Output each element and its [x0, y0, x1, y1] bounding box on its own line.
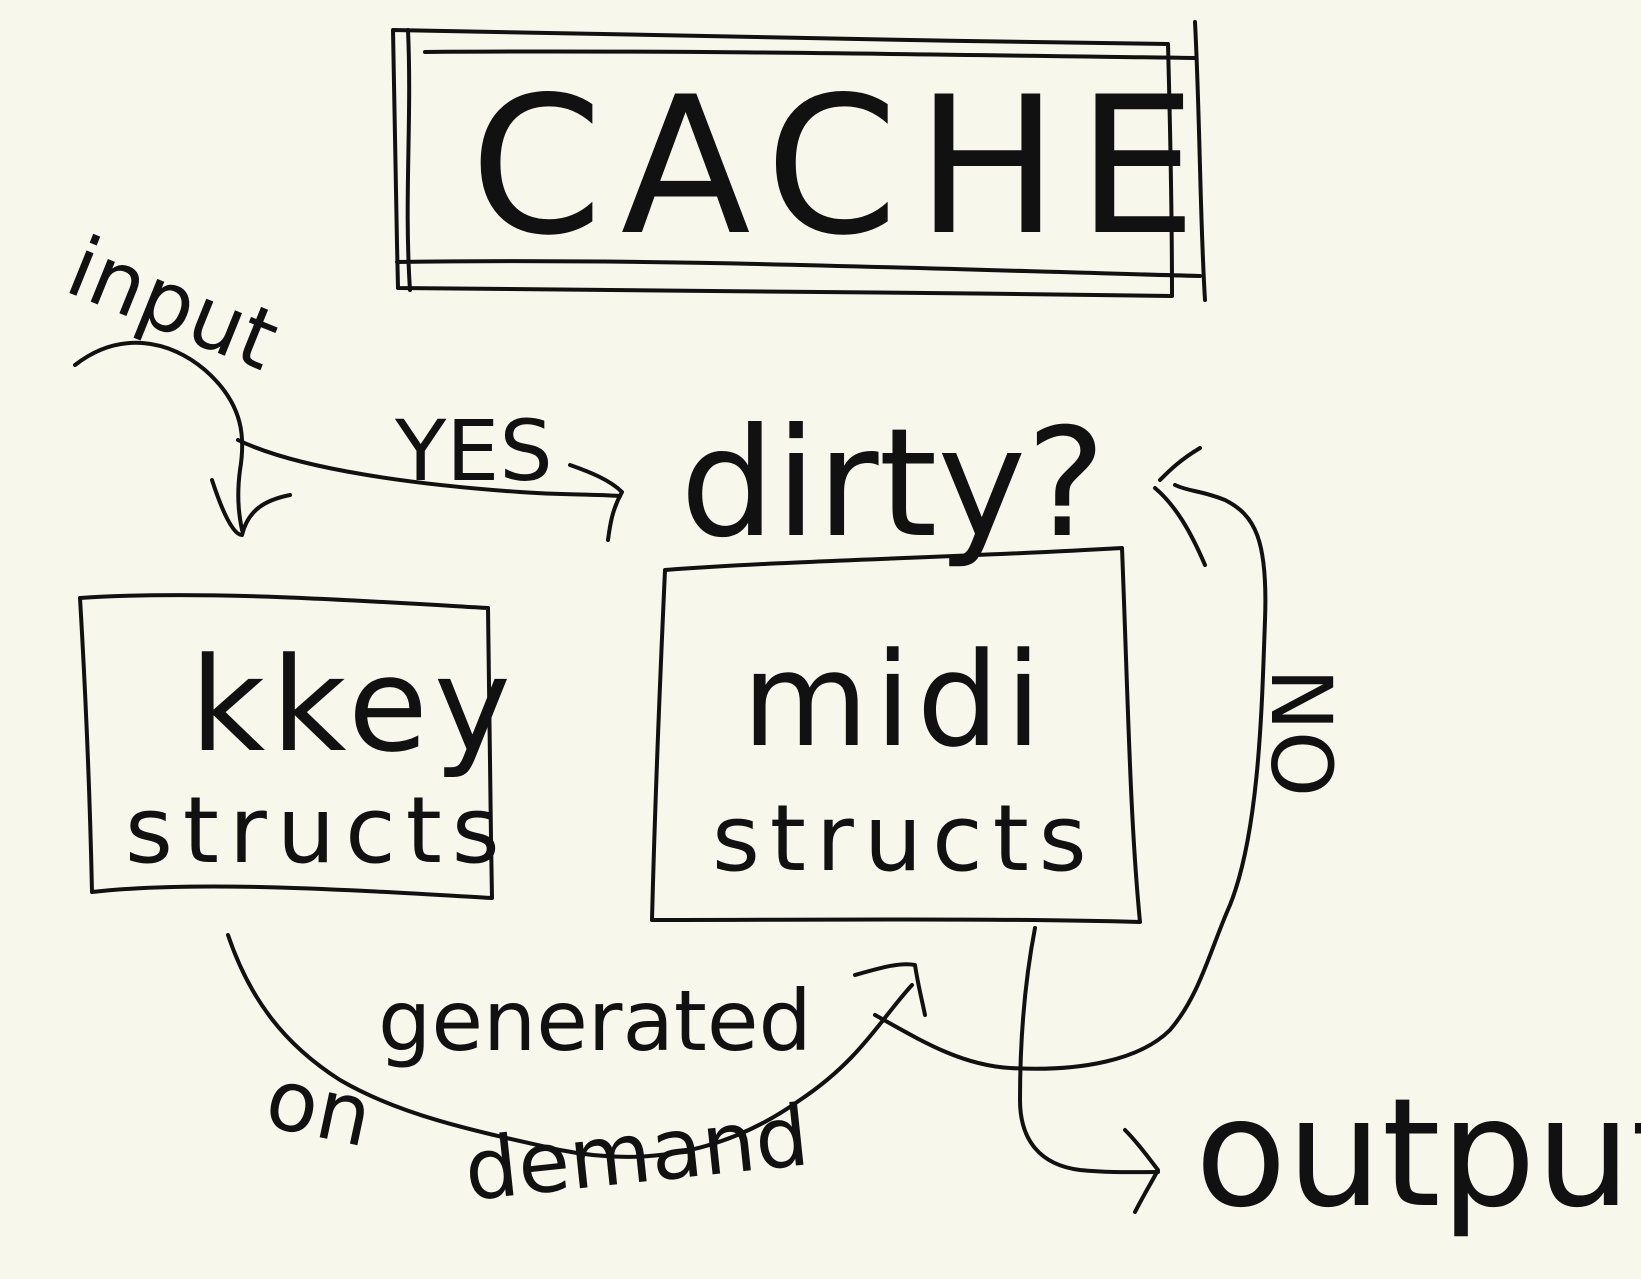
output-label: output	[1195, 1067, 1641, 1241]
yes-arrowhead	[568, 463, 624, 542]
cache-frame-outer	[391, 28, 1174, 298]
kkey-title: kkey	[190, 629, 517, 781]
output-arrowhead	[1123, 1128, 1160, 1214]
demand-label: demand	[460, 1086, 813, 1220]
input-arrowhead	[210, 478, 292, 537]
midi-title: midi	[742, 624, 1047, 776]
kkey-subtitle: structs	[125, 777, 510, 884]
midi-frame	[650, 546, 1142, 924]
yes-label: YES	[394, 402, 553, 500]
on-label: on	[258, 1049, 381, 1167]
generated-label: generated	[378, 972, 812, 1070]
yes-arrow	[236, 438, 622, 498]
kkey-box: kkey structs	[78, 593, 517, 900]
cache-label: CACHE	[470, 56, 1215, 277]
dirty-label: dirty?	[680, 397, 1106, 571]
input-arrow	[73, 340, 245, 532]
output-arrow	[1018, 926, 1160, 1175]
kkey-frame	[78, 593, 494, 900]
input-label: input	[55, 218, 292, 390]
midi-subtitle: structs	[712, 785, 1097, 892]
generated-arrow	[226, 933, 914, 1159]
cache-box: CACHE	[391, 20, 1215, 302]
generated-arrowhead	[853, 962, 927, 1017]
no-label: NO	[1252, 668, 1350, 797]
no-arrowhead	[1153, 446, 1207, 567]
no-arrow	[873, 483, 1268, 1071]
cache-frame-inner	[395, 20, 1207, 302]
midi-box: midi structs	[650, 546, 1142, 924]
